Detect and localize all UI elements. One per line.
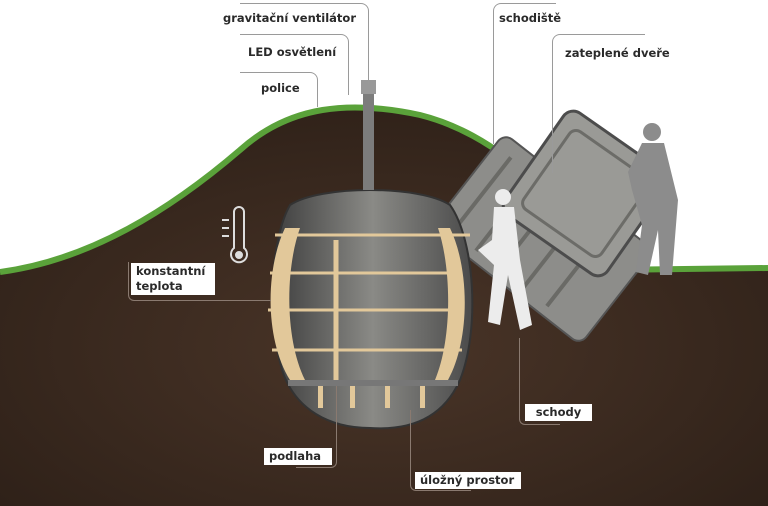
label-door: zateplené dveře <box>565 46 670 60</box>
grass <box>0 104 512 275</box>
label-staircase: schodiště <box>499 11 562 25</box>
callout-line-floor <box>296 386 337 468</box>
thermometer-icon <box>222 206 248 264</box>
person-at-door <box>628 123 678 275</box>
label-storage: úložný prostor <box>415 472 521 489</box>
insulated-door <box>501 109 670 278</box>
label-led: LED osvětlení <box>248 45 337 59</box>
label-shelves: police <box>261 81 300 95</box>
label-ventilator: gravitační ventilátor <box>223 11 357 25</box>
callout-line-led <box>240 34 349 95</box>
ventilation-pipe <box>363 90 374 190</box>
label-temperature: konstantní teplota <box>131 263 215 295</box>
callout-line-temperature <box>128 262 271 301</box>
callout-line-ventilator <box>240 3 369 84</box>
label-floor: podlaha <box>264 448 332 465</box>
callout-line-stairs <box>519 338 560 425</box>
callout-line-shelves <box>240 72 318 107</box>
callout-line-staircase <box>493 3 556 144</box>
shelves <box>268 233 470 352</box>
person-on-stairs <box>478 189 532 330</box>
label-stairs: schody <box>525 404 592 421</box>
callout-line-door <box>552 34 645 173</box>
callout-line-storage <box>410 410 471 491</box>
floor <box>288 380 458 386</box>
